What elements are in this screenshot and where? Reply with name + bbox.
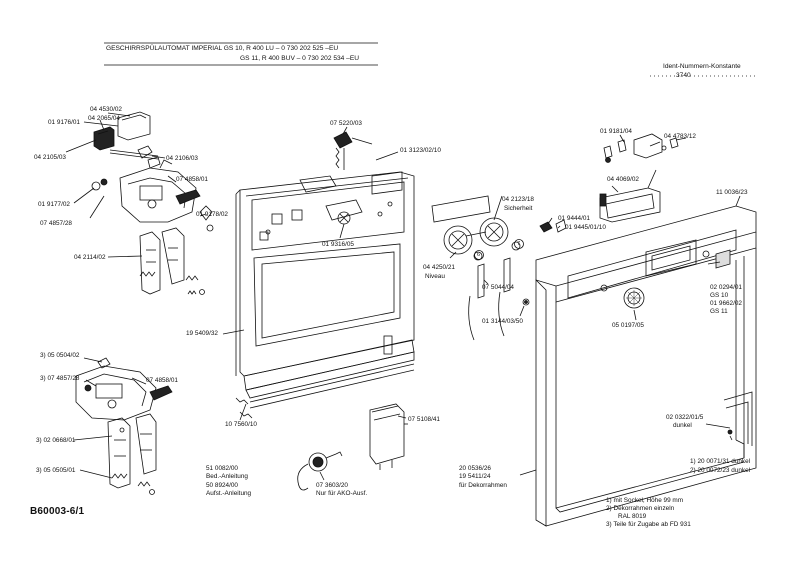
part-label: 04 4530/02 — [90, 106, 122, 113]
ident-value: 3740 — [676, 72, 691, 79]
part-label: 20 0536/26 — [459, 465, 491, 472]
header-rules — [104, 42, 757, 77]
lower-lock-assembly — [73, 357, 173, 495]
part-label: 3) 02 0668/01 — [36, 437, 76, 444]
header-model-line-2: GS 11, R 400 BUV – 0 730 202 534 –EU — [240, 55, 360, 62]
part-label: 01 9177/02 — [38, 201, 70, 208]
callout-circles — [474, 239, 524, 260]
part-label: 01 3123/02/10 — [400, 147, 441, 154]
part-label: 01 9662/02 — [710, 300, 742, 307]
relay-and-cable — [297, 403, 408, 491]
control-module — [431, 195, 567, 341]
header-model-line-1: GESCHIRRSPÜLAUTOMAT IMPERIAL GS 10, R 40… — [106, 45, 339, 52]
part-label: 01 3144/03/50 — [482, 318, 523, 325]
part-label: Aufst.-Anleitung — [206, 490, 252, 497]
part-label: 02 0322/01/5 — [666, 414, 704, 421]
part-label: 01 9316/05 — [322, 241, 354, 248]
part-label: 04 2114/02 — [74, 254, 106, 261]
part-label: dunkel — [673, 422, 692, 429]
drawing-number: B60003-6/1 — [30, 506, 85, 517]
part-label: 04 2106/03 — [166, 155, 198, 162]
part-label: 2) 20 0072/23 dunkel — [690, 467, 751, 474]
part-label: für Dekorrahmen — [459, 482, 507, 489]
part-label: 07 5220/03 — [330, 120, 362, 127]
part-label: 04 4250/21 — [423, 264, 455, 271]
part-label: 3) 07 4857/28 — [40, 375, 80, 382]
part-label: 01 9178/02 — [196, 211, 228, 218]
part-label: 01 9444/01 — [558, 215, 590, 222]
part-label: 51 0082/00 — [206, 465, 238, 472]
part-label: 07 5044/04 — [482, 284, 514, 291]
part-label: Nur für AKO-Ausf. — [316, 490, 368, 497]
part-label: 19 5409/32 — [186, 330, 218, 337]
part-label: Niveau — [425, 273, 445, 280]
part-label: GS 10 — [710, 292, 729, 299]
callout-number: 6 — [477, 252, 481, 258]
footnote: RAL 8019 — [618, 513, 647, 520]
part-label: 04 2065/04 — [88, 115, 120, 122]
footnote: 2) Dekorrahmen einzeln — [606, 505, 675, 512]
part-label: 07 4858/01 — [146, 377, 178, 384]
part-label: 07 4857/28 — [40, 220, 72, 227]
part-label: 50 8924/00 — [206, 482, 238, 489]
part-label: 11 0036/23 — [716, 189, 748, 196]
part-label: 07 3603/20 — [316, 482, 348, 489]
footnote: 1) mit Sockel, Höhe 99 mm — [606, 497, 684, 504]
part-label: 04 2123/18 — [502, 196, 534, 203]
inner-door-panel — [222, 126, 415, 421]
part-label: 3) 05 0505/01 — [36, 467, 76, 474]
part-label: 01 9445/01/10 — [565, 224, 606, 231]
part-label: 04 2105/03 — [34, 154, 66, 161]
ident-label: Ident-Nummern-Konstante — [663, 63, 741, 70]
part-label: 04 4069/02 — [607, 176, 639, 183]
part-label: 05 0197/05 — [612, 322, 644, 329]
part-label: 3) 05 0504/02 — [40, 352, 80, 359]
part-label: 01 9176/01 — [48, 119, 80, 126]
callout-number: 7 — [517, 241, 521, 247]
door-lock-assembly — [65, 111, 214, 295]
part-label: 02 0294/01 — [710, 284, 742, 291]
part-label: 1) 20 0071/31 dunkel — [690, 458, 751, 465]
part-label: Sicherheit — [504, 205, 533, 212]
part-label: Bed.-Anleitung — [206, 473, 248, 480]
part-label: 19 5411/24 — [459, 473, 491, 480]
front-panel-and-frame — [519, 169, 757, 527]
part-label: 10 7560/10 — [225, 421, 257, 428]
part-label: GS 11 — [710, 308, 728, 315]
footnote: 3) Teile für Zugabe ab FD 931 — [606, 521, 691, 528]
part-label: 07 5108/41 — [408, 416, 440, 423]
part-label: 07 4858/01 — [176, 176, 208, 183]
part-label: 04 4783/12 — [664, 133, 696, 140]
part-label: 01 9181/04 — [600, 128, 632, 135]
